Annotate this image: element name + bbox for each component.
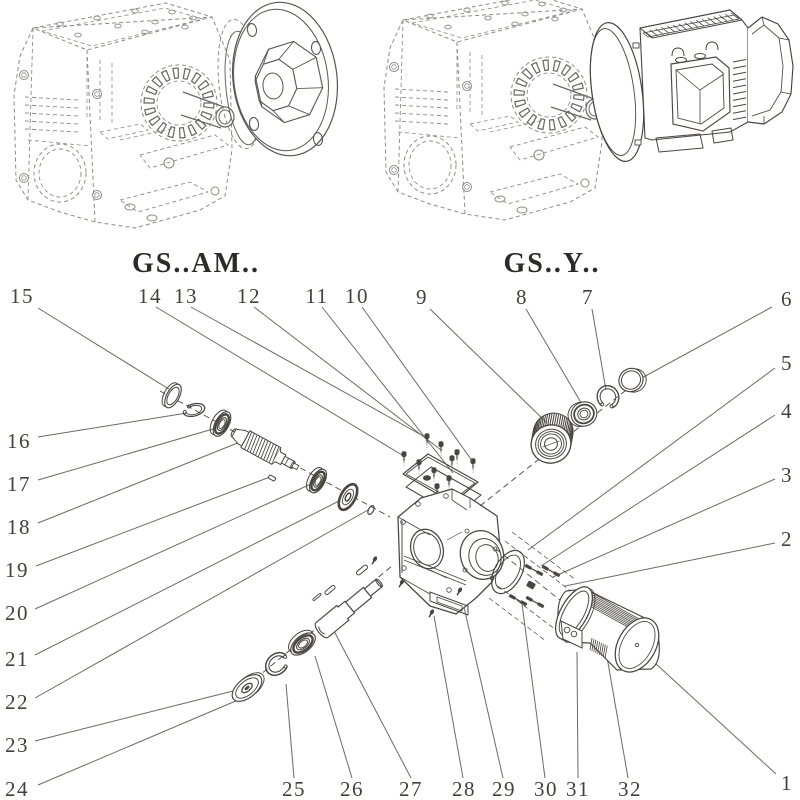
svg-text:8: 8 [516, 285, 528, 309]
svg-text:26: 26 [340, 777, 364, 800]
svg-text:1: 1 [781, 771, 793, 795]
svg-text:4: 4 [781, 399, 793, 423]
svg-text:13: 13 [174, 284, 198, 308]
svg-text:14: 14 [138, 284, 162, 308]
svg-text:3: 3 [781, 463, 793, 487]
svg-text:22: 22 [5, 690, 29, 714]
svg-text:9: 9 [416, 285, 428, 309]
svg-text:GS..Y..: GS..Y.. [503, 248, 600, 279]
svg-text:15: 15 [10, 284, 34, 308]
svg-text:12: 12 [237, 284, 261, 308]
svg-text:28: 28 [452, 777, 476, 800]
svg-text:16: 16 [7, 429, 31, 453]
svg-text:24: 24 [5, 777, 29, 800]
svg-text:31: 31 [566, 777, 590, 800]
svg-text:6: 6 [781, 287, 793, 311]
svg-text:17: 17 [7, 472, 31, 496]
svg-text:19: 19 [5, 558, 29, 582]
svg-text:10: 10 [345, 284, 369, 308]
svg-text:GS..AM..: GS..AM.. [132, 248, 260, 279]
svg-text:5: 5 [781, 351, 793, 375]
svg-text:27: 27 [399, 777, 423, 800]
svg-text:23: 23 [5, 733, 29, 757]
svg-text:32: 32 [618, 777, 642, 800]
svg-text:30: 30 [534, 777, 558, 800]
svg-text:11: 11 [305, 284, 328, 308]
svg-text:21: 21 [5, 647, 29, 671]
svg-text:25: 25 [282, 777, 306, 800]
svg-text:18: 18 [7, 515, 31, 539]
svg-text:2: 2 [781, 527, 793, 551]
svg-text:29: 29 [492, 777, 516, 800]
svg-text:20: 20 [5, 601, 29, 625]
svg-text:7: 7 [582, 285, 594, 309]
